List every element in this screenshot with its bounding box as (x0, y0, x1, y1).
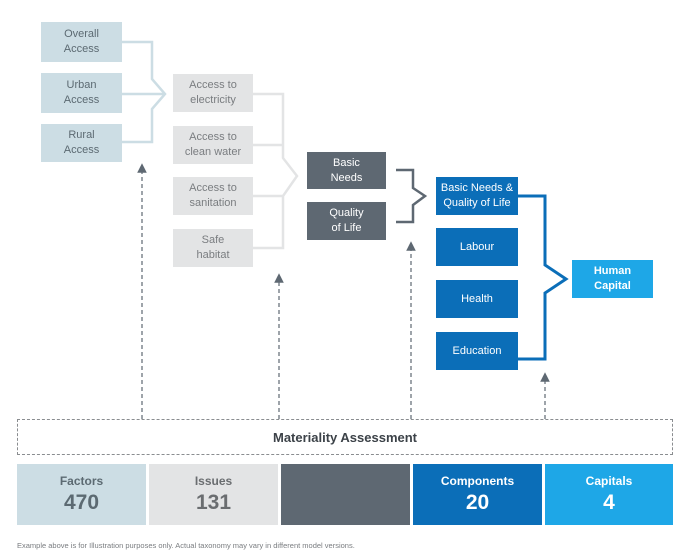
stat-capitals-value: 4 (603, 491, 615, 514)
materiality-assessment-label: Materiality Assessment (272, 429, 418, 445)
factor-urban-access: Urban Access (41, 73, 122, 113)
issue-safe-habitat: Safe habitat (173, 229, 253, 267)
stat-issues-label: Issues (194, 474, 233, 488)
component-labour: Labour (436, 228, 518, 266)
factor-rural-access: Rural Access (41, 124, 122, 162)
stat-issues: Issues 131 (149, 464, 278, 525)
stat-components-value: 20 (465, 491, 490, 514)
footnote: Example above is for Illustration purpos… (17, 541, 355, 550)
bracket-level3 (396, 168, 428, 224)
stat-factors: Factors 470 (17, 464, 146, 525)
assessment-arrows (137, 163, 550, 419)
component-basic-needs-quality-of-life: Basic Needs & Quality of Life (436, 177, 518, 215)
stat-factors-label: Factors (59, 474, 104, 488)
stat-capitals-label: Capitals (585, 474, 633, 488)
stat-blank (281, 464, 410, 525)
factor-overall-access: Overall Access (41, 22, 122, 62)
bracket-level1 (122, 40, 167, 144)
stat-components: Components 20 (413, 464, 542, 525)
component-health: Health (436, 280, 518, 318)
component-education: Education (436, 332, 518, 370)
bracket-level2 (253, 92, 299, 250)
issue-access-to-sanitation: Access to sanitation (173, 177, 253, 215)
materiality-assessment-box: Materiality Assessment (17, 419, 673, 455)
group-basic-needs: Basic Needs (307, 152, 386, 189)
bracket-level4 (518, 194, 569, 361)
stat-capitals: Capitals 4 (545, 464, 673, 525)
stat-issues-value: 131 (195, 491, 232, 514)
stat-factors-value: 470 (63, 491, 100, 514)
group-quality-of-life: Quality of Life (307, 202, 386, 240)
issue-access-to-electricity: Access to electricity (173, 74, 253, 112)
capital-human-capital: Human Capital (572, 260, 653, 298)
stat-components-label: Components (440, 474, 515, 488)
issue-access-to-clean-water: Access to clean water (173, 126, 253, 164)
